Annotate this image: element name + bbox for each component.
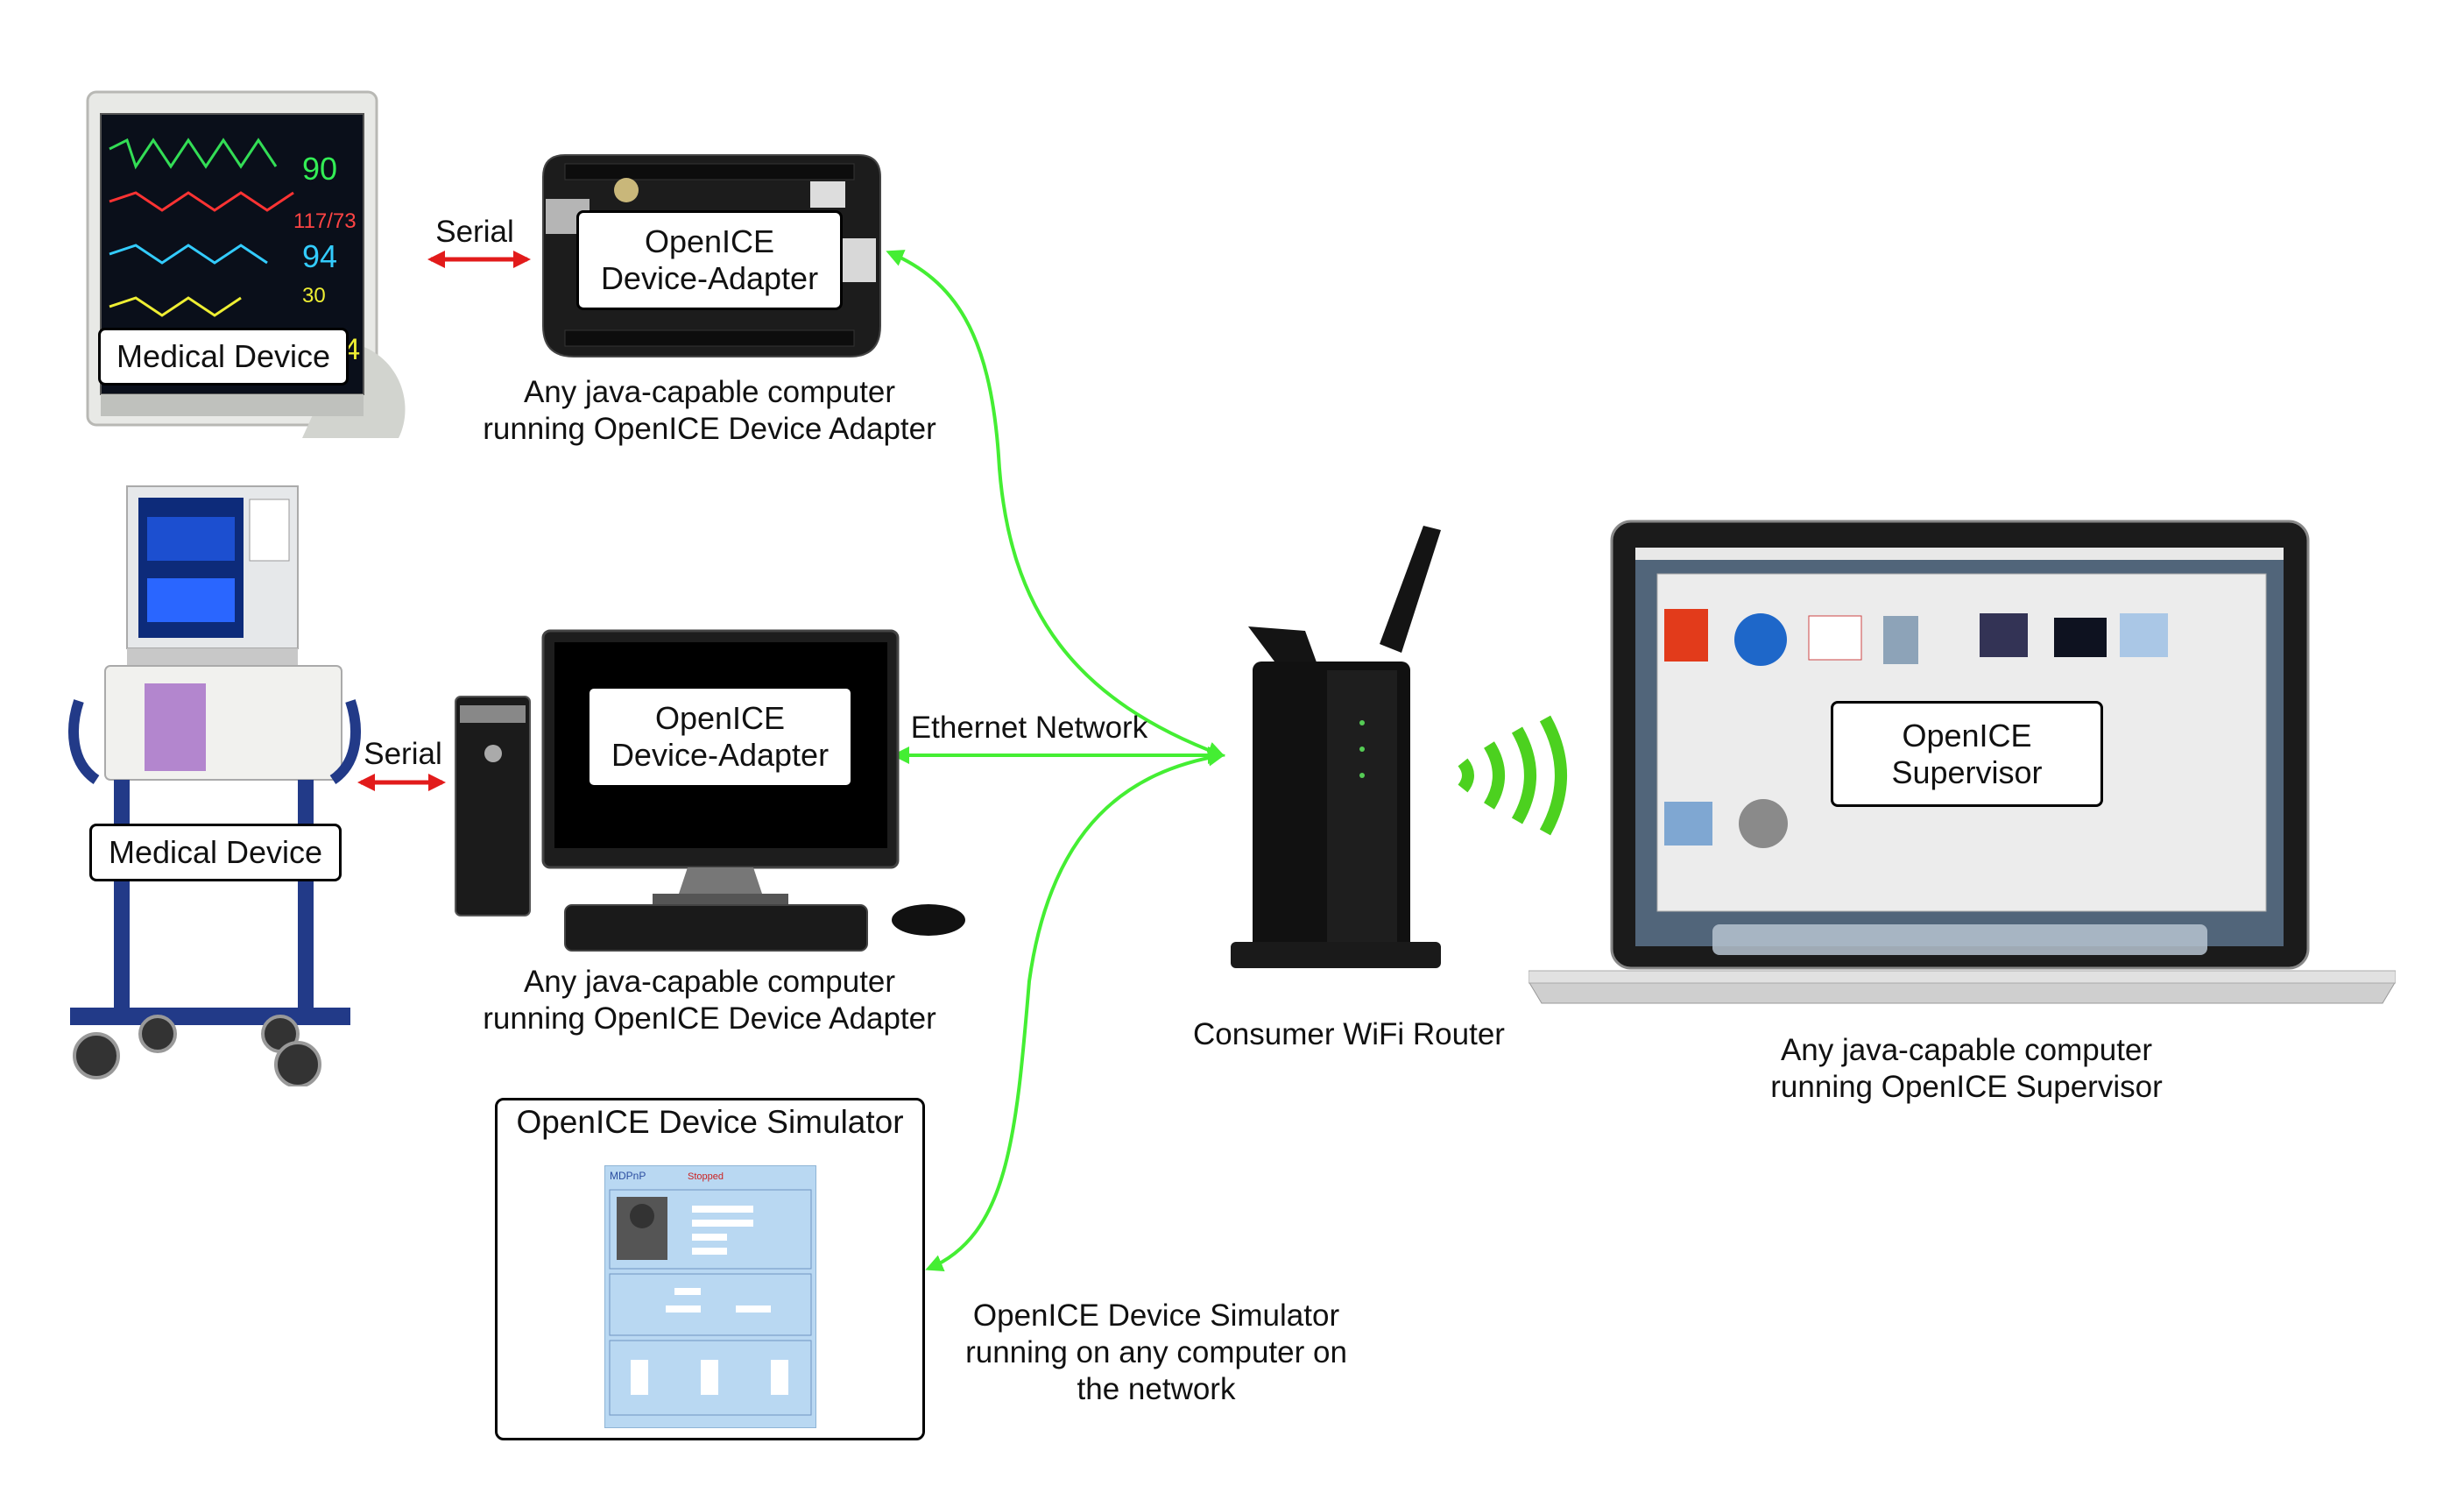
supervisor-box: OpenICE Supervisor [1831,701,2103,807]
svg-text:MDPnP: MDPnP [610,1170,646,1182]
adapter-board-caption-line1: Any java-capable computer [523,375,896,409]
simulator-window-icon: MDPnP Stopped [604,1165,816,1428]
supervisor-label-line1: OpenICE [1902,717,2032,754]
simulator-title: OpenICE Device Simulator [516,1104,904,1140]
adapter-board-caption-line2: running OpenICE Device Adapter [483,412,936,446]
ventilator-cart-icon [68,485,361,1086]
adapter-pc-caption-line2: running OpenICE Device Adapter [483,1001,936,1036]
supervisor-label-line2: Supervisor [1891,754,2043,790]
serial-top-label: Serial [435,215,514,249]
adapter-pc-caption: Any java-capable computer running OpenIC… [455,964,964,1037]
supervisor-caption-line1: Any java-capable computer [1780,1033,2153,1067]
medical-device-1-box: Medical Device [98,328,349,386]
ethernet-label: Ethernet Network [910,711,1148,745]
desktop-computer-icon [455,629,965,952]
simulator-caption: OpenICE Device Simulator running on any … [928,1298,1384,1408]
svg-text:94: 94 [302,238,337,274]
adapter-pc-label-line2: Device-Adapter [611,737,830,773]
adapter-board-label-line2: Device-Adapter [600,260,819,296]
adapter-board-caption: Any java-capable computer running OpenIC… [455,374,964,448]
supervisor-caption-line2: running OpenICE Supervisor [1770,1070,2163,1104]
medical-device-2-label: Medical Device [108,834,323,870]
adapter-pc-box: OpenICE Device-Adapter [587,686,853,788]
wifi-router-icon [1231,526,1441,968]
medical-device-2-box: Medical Device [89,824,342,881]
simulator-frame [495,1098,925,1440]
router-caption: Consumer WiFi Router [1193,1017,1505,1051]
simulator-caption-line2: running on any computer on [965,1335,1347,1369]
adapter-pc-caption-line1: Any java-capable computer [523,965,896,999]
simulator-caption-line1: OpenICE Device Simulator [972,1298,1340,1333]
serial-bottom-label: Serial [364,737,442,771]
medical-device-1-label: Medical Device [116,338,331,374]
simulator-caption-line3: the network [1077,1372,1236,1406]
svg-text:Stopped: Stopped [688,1171,724,1182]
network-link-simulator [925,748,1225,1271]
adapter-board-box: OpenICE Device-Adapter [576,210,843,310]
adapter-board-label-line1: OpenICE [644,223,775,259]
patient-monitor-icon: 90 117/73 94 30 130/88 (99) 37.4 [86,90,406,438]
adapter-pc-label-line1: OpenICE [654,700,786,736]
supervisor-caption: Any java-capable computer running OpenIC… [1708,1032,2225,1106]
svg-text:117/73: 117/73 [293,209,357,233]
svg-text:90: 90 [302,151,337,187]
svg-text:30: 30 [302,284,326,308]
network-link-board [886,250,1225,759]
wifi-signal-icon [1458,715,1567,836]
